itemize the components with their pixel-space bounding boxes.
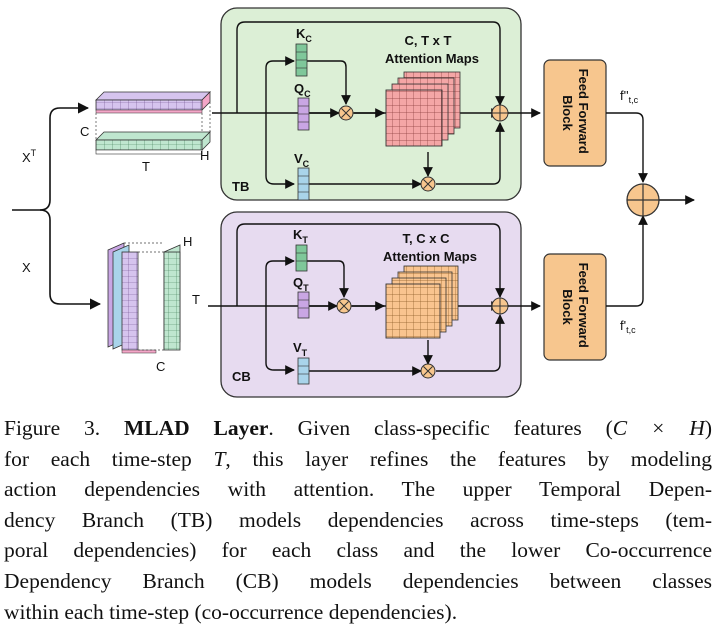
tb-q-vector	[297, 97, 310, 131]
input-split-arrows	[12, 102, 102, 310]
output-upper-label: f''t,c	[620, 88, 639, 105]
lower-tensor-label-c: C	[156, 359, 165, 374]
tb-attention-title: C, T x T	[405, 33, 452, 48]
final-add-icon	[626, 183, 660, 217]
cb-v-vector	[297, 357, 310, 385]
cb-k-label: KT	[293, 227, 308, 245]
lower-feature-tensor	[107, 242, 181, 354]
caption-line-3: action dependencies with attention. The …	[4, 477, 712, 502]
tb-k-label: KC	[296, 26, 312, 44]
tb-branch-tag: TB	[232, 179, 249, 194]
figure-caption: Figure 3. MLAD Layer. Given class-specif…	[4, 413, 712, 627]
tb-add-icon	[491, 104, 509, 122]
caption-line-6: Dependency Branch (CB) models dependenci…	[4, 568, 712, 593]
tb-v-vector	[297, 167, 310, 201]
cb-attention-subtitle: Attention Maps	[383, 249, 477, 264]
output-merge-arrows	[606, 112, 695, 307]
tb-multiply-qk-icon	[338, 105, 354, 121]
tb-attention-maps	[385, 71, 461, 147]
lower-tensor-label-t: T	[192, 292, 200, 307]
input-label-x: X	[22, 260, 31, 275]
cb-branch-tag: CB	[232, 369, 251, 384]
cb-attention-title: T, C x C	[403, 231, 451, 246]
caption-line-7: within each time-step (co-occurrence dep…	[4, 599, 458, 624]
upper-feature-tensor	[95, 91, 211, 155]
caption-line-4: dency Branch (TB) models dependencies ac…	[4, 507, 712, 532]
tb-multiply-v-icon	[420, 176, 436, 192]
caption-line-2: for each time-step T, this layer refines…	[4, 446, 713, 471]
cb-q-label: QT	[293, 275, 309, 293]
tb-v-label: VC	[294, 151, 310, 169]
upper-tensor-label-h: H	[200, 148, 209, 163]
tb-k-vector	[295, 43, 308, 77]
tb-q-label: QC	[294, 81, 311, 99]
cb-multiply-v-icon	[420, 363, 436, 379]
upper-tensor-label-c: C	[80, 124, 89, 139]
cb-q-vector	[297, 291, 310, 319]
feed-forward-block-lower	[543, 253, 607, 361]
cb-k-vector	[295, 244, 308, 272]
ff-input-arrows	[508, 108, 541, 311]
cb-attention-maps	[385, 265, 459, 339]
ff-lower-label: Feed Forward Block	[560, 263, 591, 352]
cb-add-icon	[491, 297, 509, 315]
lower-tensor-label-h: H	[183, 234, 192, 249]
input-label-xt: XT	[22, 148, 37, 165]
cb-multiply-qk-icon	[336, 298, 352, 314]
mlad-layer-diagram: TB CB XT X C T H	[12, 7, 695, 398]
tb-attention-subtitle: Attention Maps	[385, 51, 479, 66]
output-lower-label: f't,c	[620, 318, 636, 335]
cb-v-label: VT	[293, 340, 308, 358]
ff-upper-label: Feed Forward Block	[560, 69, 591, 158]
upper-tensor-label-t: T	[142, 159, 150, 174]
caption-line-1: Figure 3. MLAD Layer. Given class-specif…	[4, 416, 712, 440]
caption-line-5: poral dependencies) for each class and t…	[4, 538, 712, 563]
